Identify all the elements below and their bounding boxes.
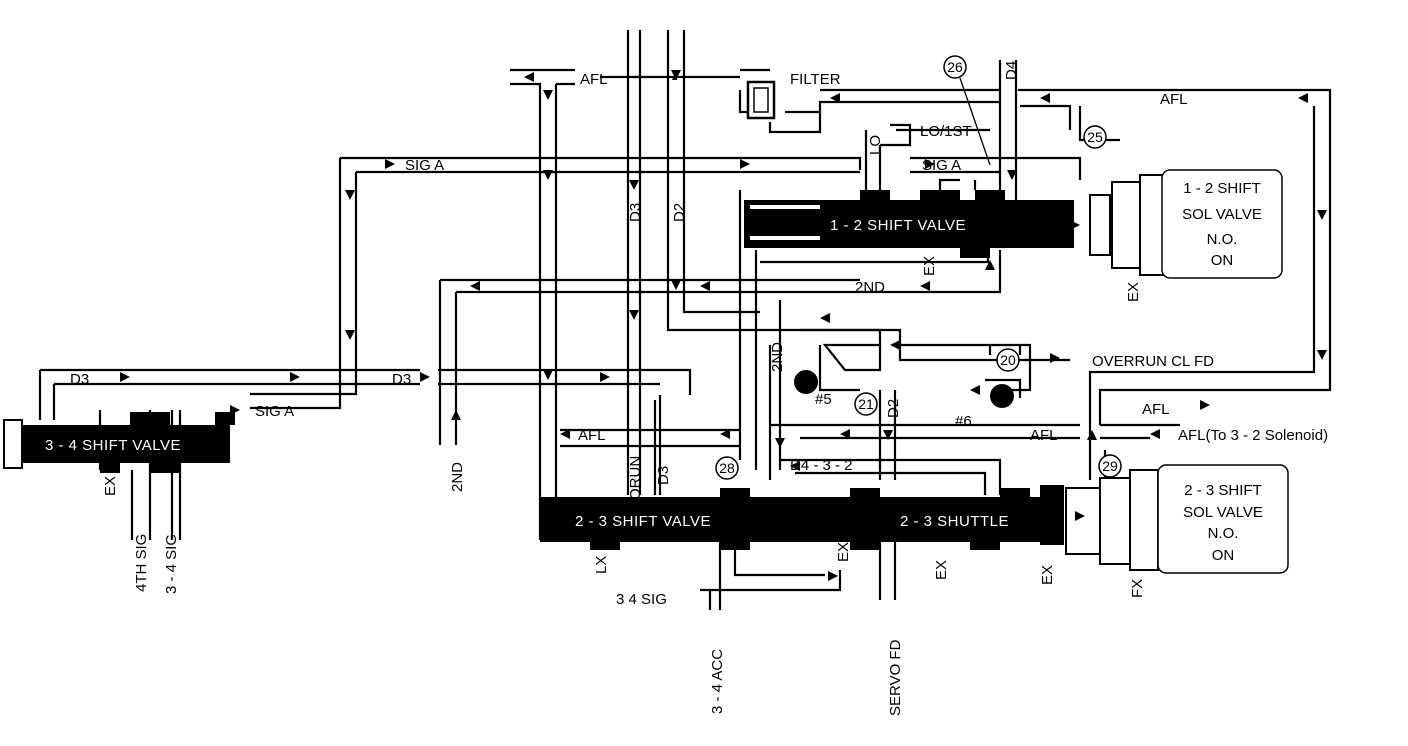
shuttle-label: 2 - 3 SHUTTLE (900, 513, 1009, 530)
valve-12-label: 1 - 2 SHIFT VALVE (830, 217, 966, 234)
callout-26: 26 (947, 59, 963, 75)
solenoid-23: 2 - 3 SHIFT SOL VALVE N.O. ON (1065, 464, 1289, 574)
valve-12: 1 - 2 SHIFT VALVE (744, 190, 1074, 258)
label-lx: LX (593, 556, 610, 574)
label-sig-a-left: SIG A (255, 403, 294, 420)
label-4th-sig: 4TH SIG (133, 534, 150, 592)
label-filter: FILTER (790, 71, 841, 88)
label-d3-vertical: D3 (627, 203, 644, 222)
sol12-line4: ON (1211, 252, 1234, 269)
label-ex-34: EX (102, 476, 119, 496)
flow-arrows (120, 70, 1327, 581)
sol12-line2: SOL VALVE (1182, 206, 1262, 223)
valve-34-label: 3 - 4 SHIFT VALVE (45, 437, 181, 454)
label-fx-23: FX (1129, 579, 1146, 598)
label-orun: ORUN (627, 456, 644, 500)
label-34-acc: 3 - 4 ACC (709, 649, 726, 714)
check-ball-6 (990, 384, 1014, 408)
sol23-line1: 2 - 3 SHIFT (1184, 482, 1262, 499)
label-34-sig-bottom: 3 4 SIG (616, 591, 667, 608)
label-afl-top: AFL (580, 71, 608, 88)
solenoid-12: 1 - 2 SHIFT SOL VALVE N.O. ON (1089, 169, 1283, 279)
sol23-line3: N.O. (1208, 525, 1239, 542)
callouts: 25 26 20 21 28 29 (715, 55, 1122, 480)
label-ex-23c: EX (1039, 565, 1056, 585)
label-afl-right: AFL (1142, 401, 1170, 418)
callout-20: 20 (1000, 352, 1016, 368)
label-check-6: #6 (955, 413, 972, 430)
callout-28: 28 (719, 460, 735, 476)
label-ex-12-right: EX (1125, 282, 1142, 302)
label-d3-mid: D3 (392, 371, 411, 388)
label-ex-23a: EX (835, 542, 852, 562)
label-d3-lower: D3 (655, 466, 672, 485)
label-ex-23b: EX (933, 560, 950, 580)
label-lo: LO (867, 135, 884, 155)
fluid-passages (38, 30, 1332, 610)
passage-labels: AFL FILTER D4 AFL LO/1ST LO SIG A SIG A … (70, 61, 1328, 716)
sol23-line2: SOL VALVE (1183, 504, 1263, 521)
label-d4: D4 (1003, 61, 1020, 80)
label-2nd-vertical: 2ND (769, 342, 786, 372)
label-afl-right-mid: AFL (1030, 427, 1058, 444)
label-d2-vertical: D2 (671, 203, 688, 222)
callout-21: 21 (858, 396, 874, 412)
callout-29: 29 (1102, 458, 1118, 474)
label-afl-mid-left: AFL (578, 427, 606, 444)
label-overrun-cl-fd: OVERRUN CL FD (1092, 353, 1214, 370)
label-lo-1st: LO/1ST (920, 123, 972, 140)
label-sig-a-mid: SIG A (405, 157, 444, 174)
label-servo-fd: SERVO FD (887, 639, 904, 716)
label-d4-3-2: D4 - 3 - 2 (790, 457, 853, 474)
label-ex-12: EX (921, 256, 938, 276)
label-d2-lower: D2 (885, 399, 902, 418)
label-check-5: #5 (815, 391, 832, 408)
filter (746, 80, 776, 120)
sol23-line4: ON (1212, 547, 1235, 564)
sol12-line3: N.O. (1207, 231, 1238, 248)
label-d3-left: D3 (70, 371, 89, 388)
label-sig-a-top: SIG A (922, 157, 961, 174)
label-34-sig: 3 - 4 SIG (163, 534, 180, 594)
label-2nd-mid: 2ND (855, 279, 885, 296)
valve-34: 3 - 4 SHIFT VALVE (3, 412, 235, 473)
spring-12 (750, 205, 820, 240)
label-afl-to-32: AFL(To 3 - 2 Solenoid) (1178, 427, 1328, 444)
valve-23-label: 2 - 3 SHIFT VALVE (575, 513, 711, 530)
callout-25: 25 (1087, 129, 1103, 145)
valve-23: 2 - 3 SHIFT VALVE 2 - 3 SHUTTLE (540, 485, 1064, 550)
check-ball-5 (794, 370, 818, 394)
label-2nd-left-vertical: 2ND (449, 462, 466, 492)
sol12-line1: 1 - 2 SHIFT (1183, 180, 1261, 197)
label-afl-upper-right: AFL (1160, 91, 1188, 108)
